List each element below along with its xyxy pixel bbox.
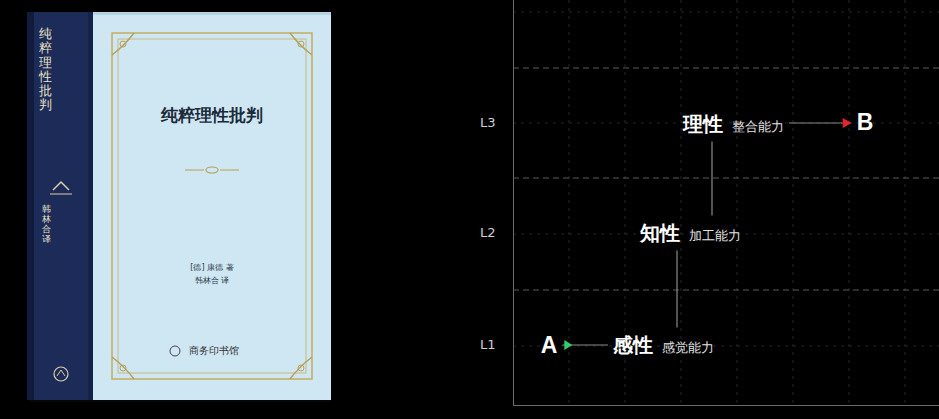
faculty-name: 知性 bbox=[640, 220, 680, 247]
faculty-ability: 加工能力 bbox=[689, 227, 741, 245]
level-label: L2 bbox=[480, 225, 496, 240]
connector bbox=[712, 142, 713, 216]
level-node: 感性感觉能力 bbox=[608, 328, 719, 363]
level-node: 理性整合能力 bbox=[678, 107, 789, 142]
grid bbox=[513, 0, 939, 405]
publisher-name: 商务印书馆 bbox=[189, 344, 239, 358]
level-lines bbox=[513, 68, 939, 290]
connector bbox=[789, 118, 852, 128]
faculty-name: 感性 bbox=[613, 332, 653, 359]
start-marker bbox=[564, 340, 572, 350]
faculty-ability: 整合能力 bbox=[732, 118, 784, 136]
level-label: L3 bbox=[480, 115, 496, 130]
connector bbox=[677, 251, 678, 328]
cover-translator: 韩林合 译 bbox=[195, 275, 230, 286]
faculty-name: 理性 bbox=[683, 111, 723, 138]
faculty-ability: 感觉能力 bbox=[662, 339, 714, 357]
connector-line bbox=[711, 142, 712, 216]
point-letter: A bbox=[541, 332, 558, 359]
axes bbox=[513, 0, 939, 406]
spine-title: 纯粹理性批判 bbox=[39, 27, 52, 113]
end-point: B bbox=[852, 105, 879, 140]
cover-author: [德] 康德 著 bbox=[190, 262, 233, 273]
cover-title: 纯粹理性批判 bbox=[161, 104, 263, 127]
connector bbox=[562, 340, 608, 350]
arrowhead bbox=[843, 118, 852, 128]
connector-line bbox=[789, 122, 843, 123]
book-illustration bbox=[27, 12, 331, 402]
point-letter: B bbox=[857, 109, 874, 136]
level-node: 知性加工能力 bbox=[635, 216, 746, 251]
connector-line bbox=[676, 251, 677, 328]
spine-translator: 韩林合 译 bbox=[42, 205, 51, 245]
start-point: A bbox=[536, 328, 563, 363]
level-label: L1 bbox=[480, 337, 496, 352]
